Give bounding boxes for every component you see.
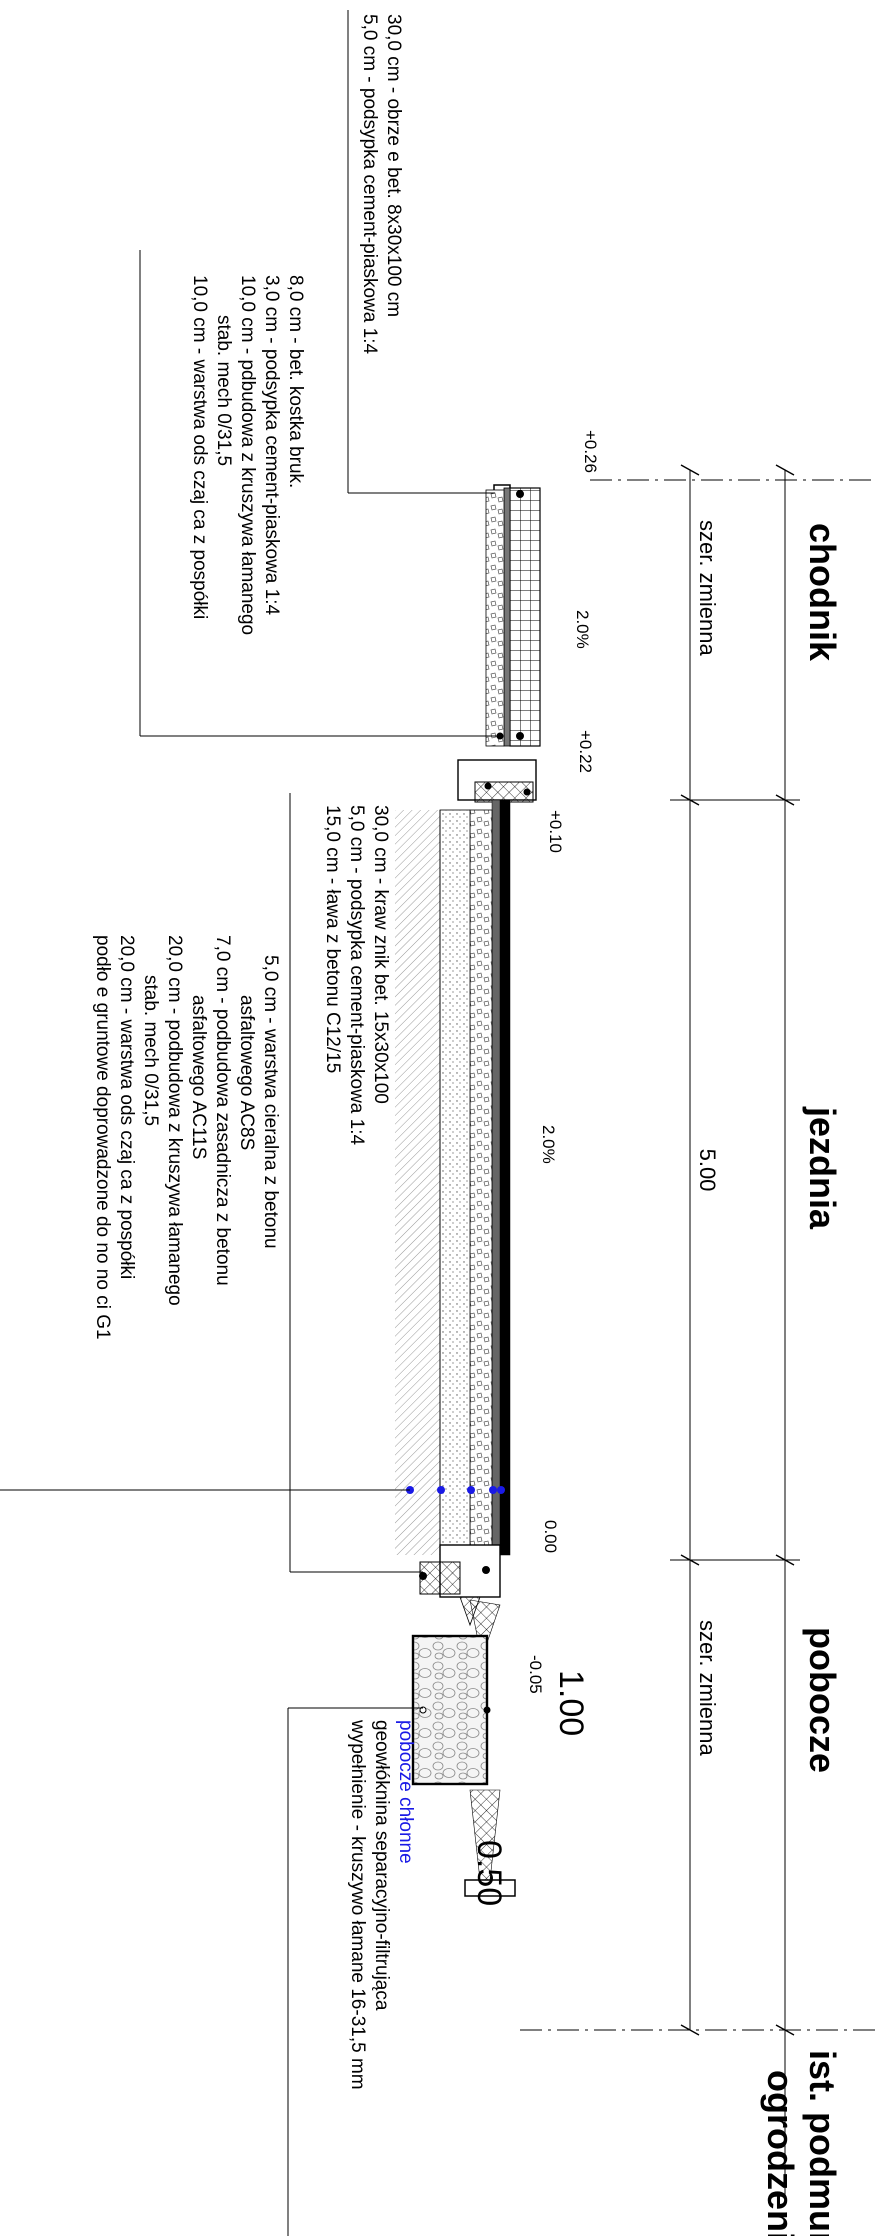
note-line: geowłóknina separacyjno-filtrująca [371,1720,392,2011]
elevation-e5: -0.05 [526,1655,545,1694]
svg-text:+0.10: +0.10 [546,810,565,853]
note-kraweznik: 30,0 cm - kraw znik bet. 15x30x100 5,0 c… [322,805,391,1145]
note-line: stab. mech 0/31,5 [213,315,234,466]
note-line: 5,0 cm - warstwa cieralna z betonu [260,955,281,1249]
note-line: 8,0 cm - bet. kostka bruk. [285,275,306,488]
svg-text:ist. podmurówka: ist. podmurówka [802,2050,843,2236]
note-line: 7,0 cm - podbudowa zasadnicza z betonu [212,935,233,1286]
note-pobocze-title: pobocze chłonne [395,1720,416,1864]
elevation-e2: +0.22 [576,730,595,773]
slope-jezdnia: 2.0% [539,1125,558,1164]
svg-text:5.00: 5.00 [695,1149,720,1192]
kraweznik [457,759,537,803]
section-fence-line2: ogrodzenia [760,2070,801,2236]
note-obrzeze-line: 30,0 cm - obrze e bet. 8x30x100 cm [383,14,404,317]
note-line: 30,0 cm - kraw znik bet. 15x30x100 [370,805,391,1104]
svg-text:szer. zmienna: szer. zmienna [695,520,720,656]
svg-text:ogrodzenia: ogrodzenia [760,2070,801,2236]
note-line: stab. mech 0/31,5 [140,975,161,1126]
note-pobocze: pobocze chłonne geowłóknina separacyjno-… [347,1719,416,2090]
note-line: 10,0 cm - pdbudowa z kruszywa łamanego [237,275,258,635]
section-fence-line1: ist. podmurówka [802,2050,843,2236]
dim-jezdnia-width: 5.00 [695,1149,720,1192]
dim-chodnik-width: szer. zmienna [695,520,720,656]
section-chodnik: chodnik [802,523,843,662]
elevation-e3: +0.10 [546,810,565,853]
note-line: 3,0 cm - podsypka cement-piaskowa 1:4 [261,275,282,615]
note-line: 20,0 cm - warstwa ods czaj ca z pospółki [116,935,137,1279]
pobocze-structure [411,1599,516,1897]
blue-control-points [406,1486,505,1494]
dim-pobocze-slope: 0.50 [470,1840,508,1906]
elevation-e4: 0.00 [541,1520,560,1553]
note-line: asfaltowego AC11S [188,995,209,1159]
leader-lines [0,10,500,2236]
svg-text:2.0%: 2.0% [539,1125,558,1164]
svg-text:1.00: 1.00 [552,1670,590,1736]
note-line: 15,0 cm - ława z betonu C12/15 [322,805,343,1073]
svg-text:2.0%: 2.0% [573,610,592,649]
note-line: 20,0 cm - podbudowa z kruszywa łamanego [164,935,185,1306]
chodnik-structure [485,484,541,747]
kraweznik-right [419,1544,501,1627]
svg-text:szer. zmienna: szer. zmienna [695,1620,720,1756]
note-chodnik-layers: 8,0 cm - bet. kostka bruk. 3,0 cm - pods… [189,275,306,635]
note-line: wypełnienie - kruszywo łamane 16-31,5 mm [347,1719,368,2090]
note-obrzeze-line: 5,0 cm - podsypka cement-piaskowa 1:4 [359,14,380,354]
svg-text:0.00: 0.00 [541,1520,560,1553]
dimension-lines [520,464,875,2200]
dim-pobocze-width: szer. zmienna [695,1620,720,1756]
note-line: 10,0 cm - warstwa ods czaj ca z pospółki [189,275,210,619]
note-obrzeze: 30,0 cm - obrze e bet. 8x30x100 cm 5,0 c… [359,14,404,354]
section-jezdnia: jezdnia [802,1106,843,1230]
svg-text:jezdnia: jezdnia [802,1106,843,1230]
svg-text:+0.26: +0.26 [581,430,600,473]
elevation-e1: +0.26 [581,430,600,473]
jezdnia-structure [395,799,511,1556]
note-jezdnia-layers: 5,0 cm - warstwa cieralna z betonu asfal… [92,935,281,1340]
note-line: asfaltowego AC8S [236,995,257,1150]
svg-text:pobocze: pobocze [802,1627,843,1773]
section-pobocze: pobocze [802,1627,843,1773]
note-line: podło e gruntowe doprowadzone do no no c… [92,935,113,1340]
svg-text:+0.22: +0.22 [576,730,595,773]
svg-text:0.50: 0.50 [470,1840,508,1906]
svg-text:-0.05: -0.05 [526,1655,545,1694]
svg-text:chodnik: chodnik [802,523,843,662]
dim-pobocze-trench: 1.00 [552,1670,590,1736]
slope-chodnik: 2.0% [573,610,592,649]
note-line: 5,0 cm - podsypka cement-piaskowa 1:4 [346,805,367,1145]
